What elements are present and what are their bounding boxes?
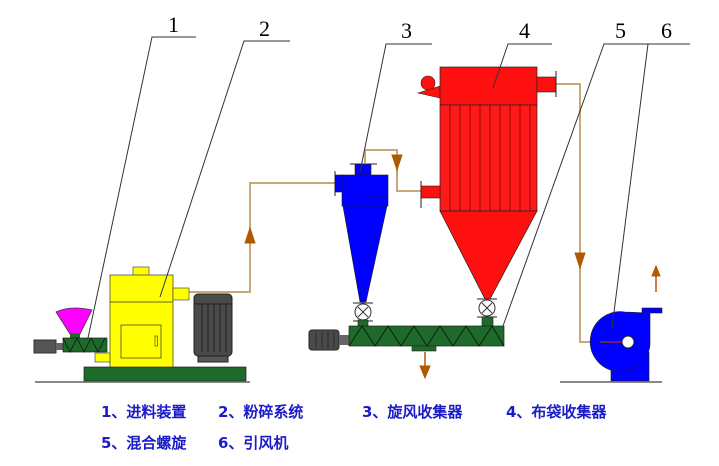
mill-system [83,266,247,382]
legend-item-mill: 2、粉碎系统 [218,403,304,421]
callout-leaders [87,36,690,339]
flow-arrows [244,154,661,380]
callout-4: 4 [519,18,530,43]
arrow-up-icon [651,264,661,277]
pipe-mill-to-cyclone [188,182,335,293]
callout-6: 6 [661,18,672,43]
legend-item-cyclone: 3、旋风收集器 [362,403,463,421]
callout-3: 3 [401,18,412,43]
motor-icon [308,329,340,351]
feed-hopper [55,307,93,335]
legend-item-feeder: 1、进料装置 [101,403,187,421]
callout-5: 5 [615,18,626,43]
induced-draft-fan [589,307,663,382]
base-frame [83,366,247,382]
motor-icon [193,293,233,363]
pipe-bagfilter-to-fan [556,83,628,343]
pipe-cyclone-to-bagfilter [364,149,421,192]
mill-door [120,324,162,359]
legend-item-fan: 6、引风机 [218,434,289,452]
bag-filter-collector [416,66,557,328]
feeder-device [33,307,112,363]
arrow-down-icon [574,252,586,270]
legend-item-mixing-screw: 5、混合螺旋 [101,434,187,452]
arrow-down-icon [391,154,403,172]
callout-2: 2 [259,16,270,41]
arrow-down-icon [419,365,431,380]
arrow-up-icon [244,226,256,244]
callout-1: 1 [168,12,179,37]
mixing-screw [308,325,505,352]
legend-item-bag-filter: 4、布袋收集器 [506,403,607,421]
cyclone-collector [334,163,389,328]
